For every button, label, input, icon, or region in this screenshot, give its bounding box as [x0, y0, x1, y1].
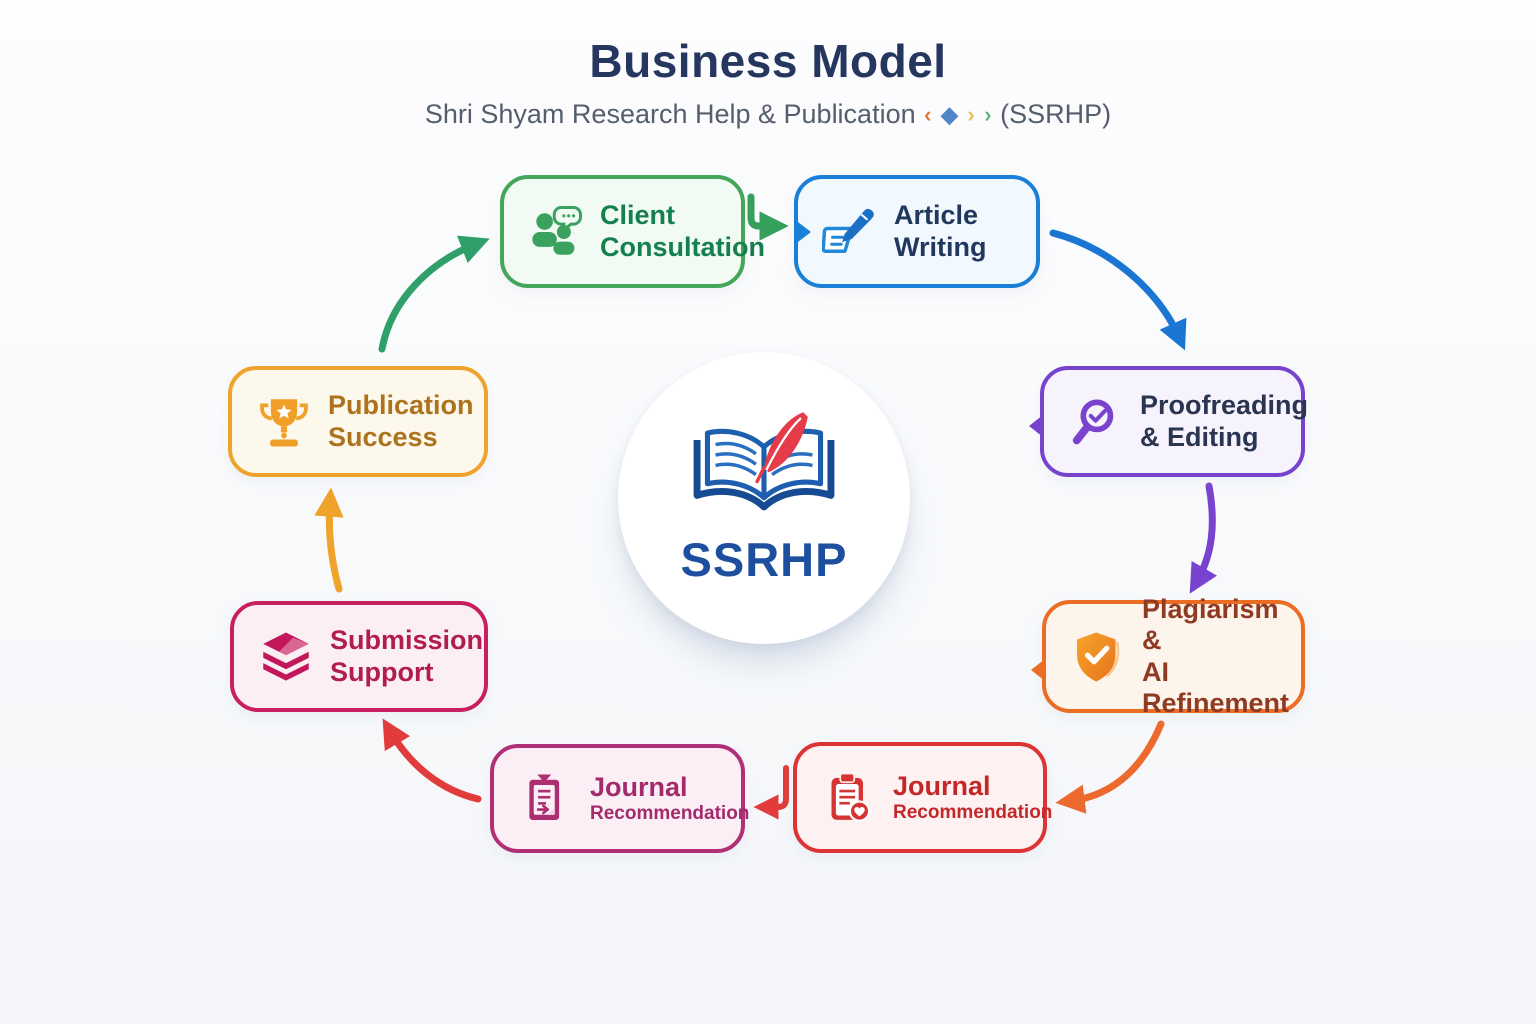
step-label-line2: Recommendation: [893, 802, 1053, 824]
trophy-icon: [260, 398, 308, 446]
page-title: Business Model: [589, 35, 947, 87]
box-tail-icon: [1029, 415, 1043, 438]
chevron-left-orange-icon: ‹: [924, 102, 932, 127]
arrow-submission-to-publication: [314, 487, 344, 593]
book-feather-logo-icon: [693, 411, 835, 510]
step-label-line1: Article: [894, 200, 979, 231]
box-tail-icon: [1031, 658, 1045, 681]
step-label-line2: Success: [328, 421, 438, 452]
magnifier-check-icon: [1072, 398, 1114, 444]
arrow-journal-to-submission: [382, 718, 482, 803]
step-proofreading-editing: Proofreading & Editing: [1029, 366, 1309, 477]
step-label-line1: Journal: [590, 772, 688, 803]
step-label-line1: Journal: [893, 771, 991, 802]
clipboard-heart-icon: [831, 772, 871, 822]
arrow-proofreading-to-plagiarism: [1189, 482, 1218, 594]
step-journal-recommendation-left: Journal Recommendation: [490, 744, 749, 853]
step-article-writing: Article Writing: [794, 175, 1040, 288]
arrow-article-to-proofreading: [1049, 229, 1187, 351]
step-label-line1: Proofreading: [1140, 390, 1309, 421]
step-label-line2: Support: [330, 656, 434, 687]
pen-paper-icon: [822, 208, 874, 253]
subtitle-text-suffix: (SSRHP): [1000, 99, 1112, 129]
center-logo-badge: SSRHP: [618, 352, 910, 644]
step-label-line2: Writing: [894, 231, 987, 262]
step-plagiarism-ai-refinement: Plagiarism & AI Refinement: [1031, 594, 1305, 718]
chevron-right-green-icon: ›: [984, 102, 992, 127]
box-pointer-icon: [794, 218, 811, 245]
arrow-plagiarism-to-journal: [1055, 720, 1165, 814]
step-label-line1: Plagiarism &: [1142, 594, 1279, 656]
step-label-line2: Recommendation: [590, 803, 750, 825]
step-journal-recommendation-right: Journal Recommendation: [793, 742, 1052, 853]
diamond-blue-icon: ◆: [940, 102, 958, 127]
page-subtitle: Shri Shyam Research Help & Publication ‹…: [0, 99, 1536, 130]
subtitle-text-prefix: Shri Shyam Research Help & Publication: [424, 99, 916, 129]
step-label-line1: Client: [600, 200, 676, 231]
step-publication-success: Publication Success: [228, 366, 488, 477]
arrow-publication-to-client: [378, 235, 490, 353]
step-client-consultation: Client Consultation: [500, 175, 765, 288]
step-submission-support: Submission Support: [230, 601, 488, 712]
people-chat-icon: [532, 205, 582, 255]
step-label-line2: AI Refinement: [1142, 656, 1290, 718]
step-label-line2: Consultation: [600, 231, 765, 262]
arrow-journal-to-journal: [753, 765, 789, 820]
clipboard-arrow-icon: [529, 774, 560, 820]
layers-icon: [263, 632, 309, 681]
chevron-right-yellow-icon: ›: [967, 102, 975, 127]
step-label-line2: & Editing: [1140, 421, 1259, 452]
center-logo-text: SSRHP: [680, 532, 848, 586]
step-label-line1: Publication: [328, 390, 474, 421]
step-label-line1: Submission: [330, 625, 484, 656]
shield-check-icon: [1077, 632, 1120, 681]
